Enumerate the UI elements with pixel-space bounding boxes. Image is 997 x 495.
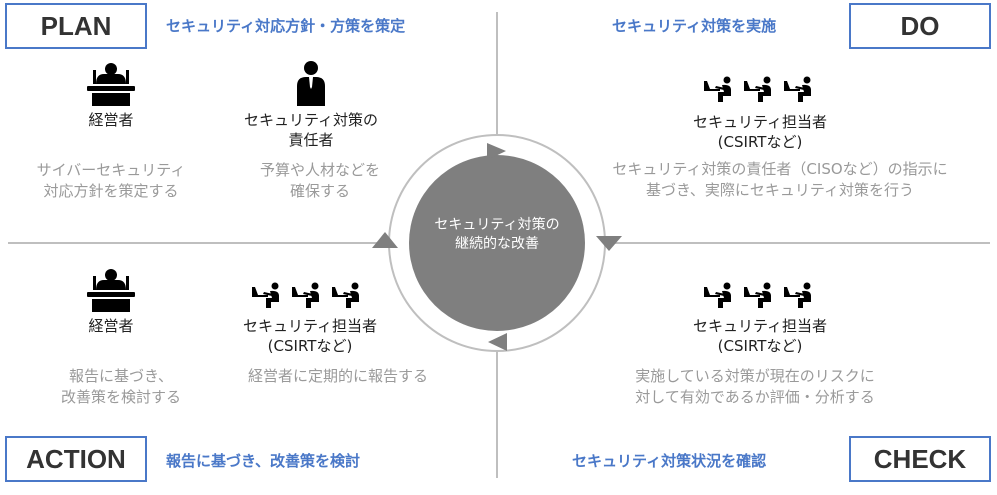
desc-line: 改善策を検討する xyxy=(60,388,182,406)
desc-line: 対して有効であるか評価・分析する xyxy=(635,388,875,406)
desc-line: 実施している対策が現在のリスクに xyxy=(635,367,875,385)
staff-group-icon xyxy=(703,76,813,102)
do-role: セキュリティ担当者 (CSIRTなど) xyxy=(693,112,827,152)
action-box: ACTION xyxy=(5,436,147,482)
center-label-line2: 継続的な改善 xyxy=(454,236,539,252)
do-box: DO xyxy=(849,3,991,49)
role-name: 責任者 xyxy=(288,131,334,149)
action-desc-1: 報告に基づき、改善策を検討する xyxy=(61,366,181,408)
action-desc-2: 経営者に定期的に報告する xyxy=(248,366,428,387)
arrow-down-icon xyxy=(596,236,622,251)
plan-heading: セキュリティ対応方針・方策を策定 xyxy=(166,17,406,35)
role-name: セキュリティ担当者 xyxy=(692,113,828,131)
desc-line: 対応方針を策定する xyxy=(43,182,179,200)
center-circle xyxy=(409,155,585,331)
check-label: CHECK xyxy=(873,443,967,474)
staff-icon xyxy=(291,282,321,308)
do-label: DO xyxy=(900,10,940,41)
do-heading: セキュリティ対策を実施 xyxy=(612,17,777,35)
role-name: セキュリティ対策の xyxy=(243,111,379,129)
plan-desc-1: サイバーセキュリティ対応方針を策定する xyxy=(37,160,186,202)
role-name: セキュリティ担当者 xyxy=(692,317,828,335)
arrow-left-icon xyxy=(488,333,507,351)
plan-label: PLAN xyxy=(40,10,112,41)
staff-group-icon xyxy=(251,282,361,308)
staff-icon xyxy=(783,282,813,308)
desc-line: 報告に基づき、 xyxy=(69,367,173,385)
plan-desc-2: 予算や人材などを確保する xyxy=(260,160,380,202)
check-role: セキュリティ担当者 (CSIRTなど) xyxy=(693,316,827,356)
action-role-2: セキュリティ担当者 (CSIRTなど) xyxy=(243,316,377,356)
desc-line: 基づき、実際にセキュリティ対策を行う xyxy=(645,181,915,199)
center-label-line1: セキュリティ対策の xyxy=(434,217,560,233)
arrow-up-icon xyxy=(372,232,398,248)
plan-role-1: 経営者 xyxy=(88,110,133,130)
plan-role-2: セキュリティ対策の責任者 xyxy=(244,110,378,150)
action-heading: 報告に基づき、改善策を検討 xyxy=(166,452,360,470)
staff-icon xyxy=(743,282,773,308)
action-role-1: 経営者 xyxy=(88,316,133,336)
arrow-right-icon xyxy=(487,143,506,160)
staff-icon xyxy=(743,76,773,102)
executive-icon xyxy=(86,62,136,106)
manager-icon xyxy=(294,60,328,106)
role-name: 経営者 xyxy=(88,111,134,129)
desc-line: 予算や人材などを xyxy=(259,161,381,179)
staff-icon xyxy=(703,282,733,308)
action-label: ACTION xyxy=(26,443,126,474)
staff-icon xyxy=(783,76,813,102)
do-desc: セキュリティ対策の責任者（CISOなど）の指示に基づき、実際にセキュリティ対策を… xyxy=(612,159,947,201)
staff-icon xyxy=(703,76,733,102)
staff-icon xyxy=(331,282,361,308)
check-heading: セキュリティ対策状況を確認 xyxy=(572,452,767,470)
center-label: セキュリティ対策の 継続的な改善 xyxy=(434,216,559,254)
staff-group-icon xyxy=(703,282,813,308)
desc-line: セキュリティ対策の責任者（CISOなど）の指示に xyxy=(612,160,948,178)
staff-icon xyxy=(251,282,281,308)
desc-line: 確保する xyxy=(289,182,351,200)
executive-icon xyxy=(86,268,136,312)
check-box: CHECK xyxy=(849,436,991,482)
desc-line: サイバーセキュリティ xyxy=(36,161,186,179)
check-desc: 実施している対策が現在のリスクに対して有効であるか評価・分析する xyxy=(635,366,875,408)
role-name: 経営者 xyxy=(88,317,134,335)
desc-line: 経営者に定期的に報告する xyxy=(247,367,429,385)
role-name: (CSIRTなど) xyxy=(267,337,353,355)
role-name: (CSIRTなど) xyxy=(717,133,803,151)
role-name: セキュリティ担当者 xyxy=(242,317,378,335)
plan-box: PLAN xyxy=(5,3,147,49)
role-name: (CSIRTなど) xyxy=(717,337,803,355)
